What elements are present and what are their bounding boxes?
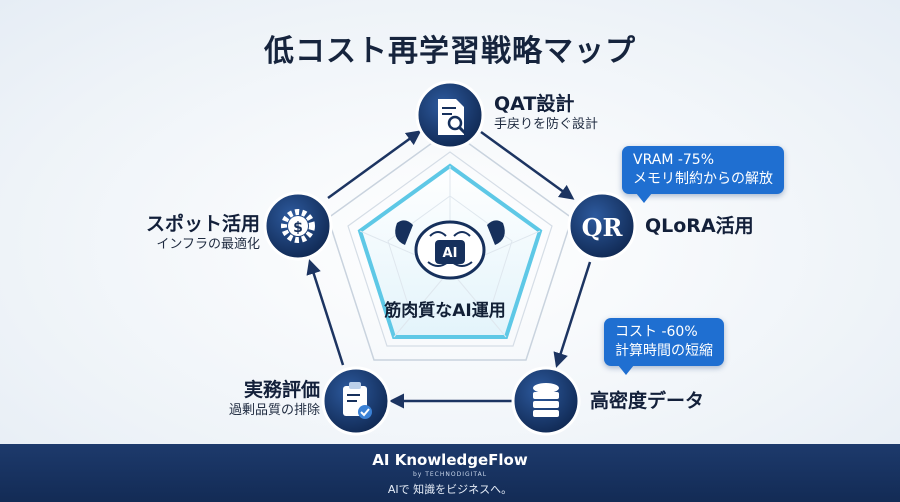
- arrow-eval-to-spot: [306, 259, 345, 366]
- ai-brain-icon: AI: [395, 220, 505, 280]
- node-name: 高密度データ: [590, 390, 705, 412]
- center-label: 筋肉質なAI運用: [384, 301, 506, 321]
- brand-byline: by TECHNODIGITAL: [412, 471, 488, 478]
- pentagon-ring-middle: [347, 151, 553, 347]
- pentagon-ring-outer: [327, 129, 573, 361]
- node-spot: $: [263, 191, 333, 261]
- node-data: [511, 366, 581, 436]
- callout-line: メモリ制約からの解放: [633, 171, 773, 187]
- document-search-icon: [438, 99, 467, 135]
- arrow-spot-to-qat: [327, 130, 422, 200]
- callout-line: コスト -60%: [615, 324, 698, 340]
- node-label-data: 高密度データ: [590, 389, 704, 413]
- node-label-qlora: QLoRA活用: [645, 214, 754, 238]
- database-icon: [533, 383, 559, 417]
- diagram-title: 低コスト再学習戦略マップ: [264, 34, 636, 69]
- node-name: 実務評価: [243, 379, 320, 401]
- callout-vram: VRAM -75% メモリ制約からの解放: [622, 146, 784, 203]
- strategy-cycle-diagram: AI QR: [263, 80, 637, 436]
- callout-cost: コスト -60% 計算時間の短縮: [604, 318, 724, 375]
- node-name: QAT設計: [494, 93, 575, 115]
- node-subtitle: 過剰品質の排除: [228, 403, 320, 418]
- diagram-canvas: 低コスト再学習戦略マップ: [0, 0, 900, 444]
- dollar-gear-icon: $: [281, 209, 315, 243]
- node-subtitle: 手戻りを防ぐ設計: [494, 117, 599, 132]
- node-subtitle: インフラの最適化: [156, 237, 260, 252]
- clipboard-check-icon: [343, 382, 372, 419]
- node-label-spot: スポット活用 インフラの最適化: [140, 212, 260, 254]
- arrow-qlora-to-data: [553, 261, 592, 368]
- node-eval: [321, 366, 391, 436]
- brand-tagline: AIで 知識をビジネスへ。: [387, 483, 513, 496]
- svg-text:AI: AI: [443, 246, 458, 261]
- node-name: スポット活用: [145, 213, 260, 235]
- node-qlora: QR: [567, 191, 637, 261]
- callout-line: VRAM -75%: [633, 152, 715, 168]
- node-label-qat: QAT設計 手戻りを防ぐ設計: [494, 92, 598, 134]
- qr-letters-icon: QR: [582, 213, 624, 242]
- node-qat: [415, 80, 485, 150]
- svg-text:$: $: [293, 220, 303, 236]
- footer-bar: AI KnowledgeFlow by TECHNODIGITAL AIで 知識…: [0, 444, 900, 502]
- callout-line: 計算時間の短縮: [615, 343, 713, 359]
- brand-name: AI KnowledgeFlow: [372, 451, 528, 469]
- node-label-eval: 実務評価 過剰品質の排除: [214, 378, 320, 420]
- node-name: QLoRA活用: [645, 215, 754, 237]
- arrow-qat-to-qlora: [480, 130, 575, 200]
